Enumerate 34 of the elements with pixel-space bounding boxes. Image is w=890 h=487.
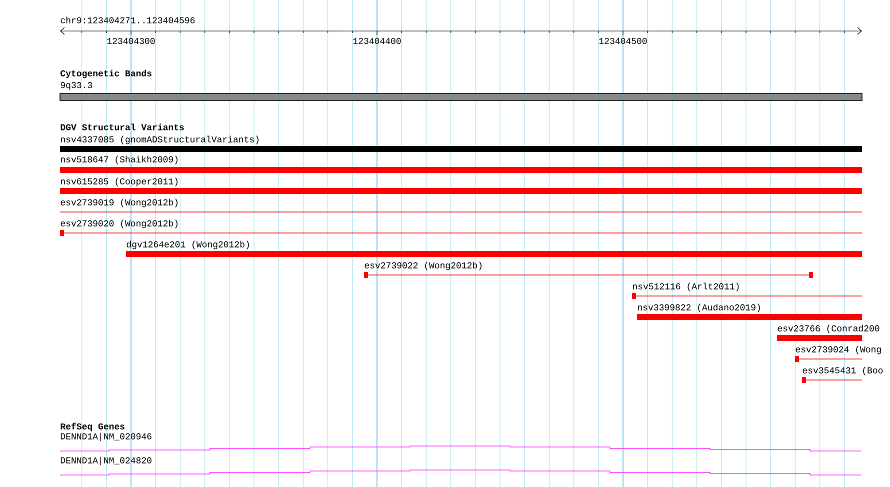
variant-feature: nsv4337085 (gnomADStructuralVariants) (60, 136, 862, 152)
cytoband-bar: 9q33.3 (60, 82, 862, 101)
variant-feature: esv2739019 (Wong2012b) (60, 198, 862, 212)
node-label: esv2739022 (Wong2012b) (364, 262, 482, 270)
tick-label: 123404500 (599, 38, 647, 44)
tick-label: 123404300 (107, 38, 155, 44)
variant-feature: nsv3399822 (Audano2019) (637, 304, 862, 320)
node-label: nsv518647 (Shaikh2009) (60, 156, 178, 164)
variant-feature: esv3545431 (Boo (802, 366, 883, 383)
position-label: chr9:123404271..123404596 (60, 16, 195, 24)
variant-feature: nsv615285 (Cooper2011) (60, 178, 862, 194)
variant-feature: esv2739020 (Wong2012b) (60, 220, 862, 236)
node-label: nsv512116 (Arlt2011) (632, 282, 739, 292)
node-label: nsv615285 (Cooper2011) (60, 178, 178, 186)
variant-feature: nsv518647 (Shaikh2009) (60, 156, 862, 173)
node-label: esv3545431 (Boo (802, 366, 883, 376)
node-label: esv23766 (Conrad200 (778, 324, 880, 334)
tick-label: 123404400 (353, 38, 401, 44)
gene-feature: DENND1A|NM_020946 (60, 432, 862, 452)
track-heading: DGV Structural Variants (60, 124, 184, 130)
gene-feature: DENND1A|NM_024820 (60, 456, 862, 476)
variant-feature: dgv1264e201 (Wong2012b) (126, 240, 862, 257)
node-label: 9q33.3 (60, 82, 92, 90)
node-label: esv2739020 (Wong2012b) (60, 220, 178, 228)
track-heading: Cytogenetic Bands (60, 70, 152, 78)
node-label: nsv3399822 (Audano2019) (638, 304, 760, 312)
variant-feature: nsv512116 (Arlt2011) (632, 282, 862, 299)
variant-feature: esv23766 (Conrad200 (777, 324, 880, 341)
node-label: nsv4337085 (gnomADStructuralVariants) (60, 136, 258, 144)
node-label: esv2739024 (Wong (796, 346, 881, 354)
track-heading: RefSeq Genes (60, 422, 124, 432)
variant-feature: esv2739024 (Wong (794, 346, 881, 362)
variant-feature: esv2739022 (Wong2012b) (364, 262, 814, 278)
node-label: dgv1264e201 (Wong2012b) (126, 240, 249, 250)
